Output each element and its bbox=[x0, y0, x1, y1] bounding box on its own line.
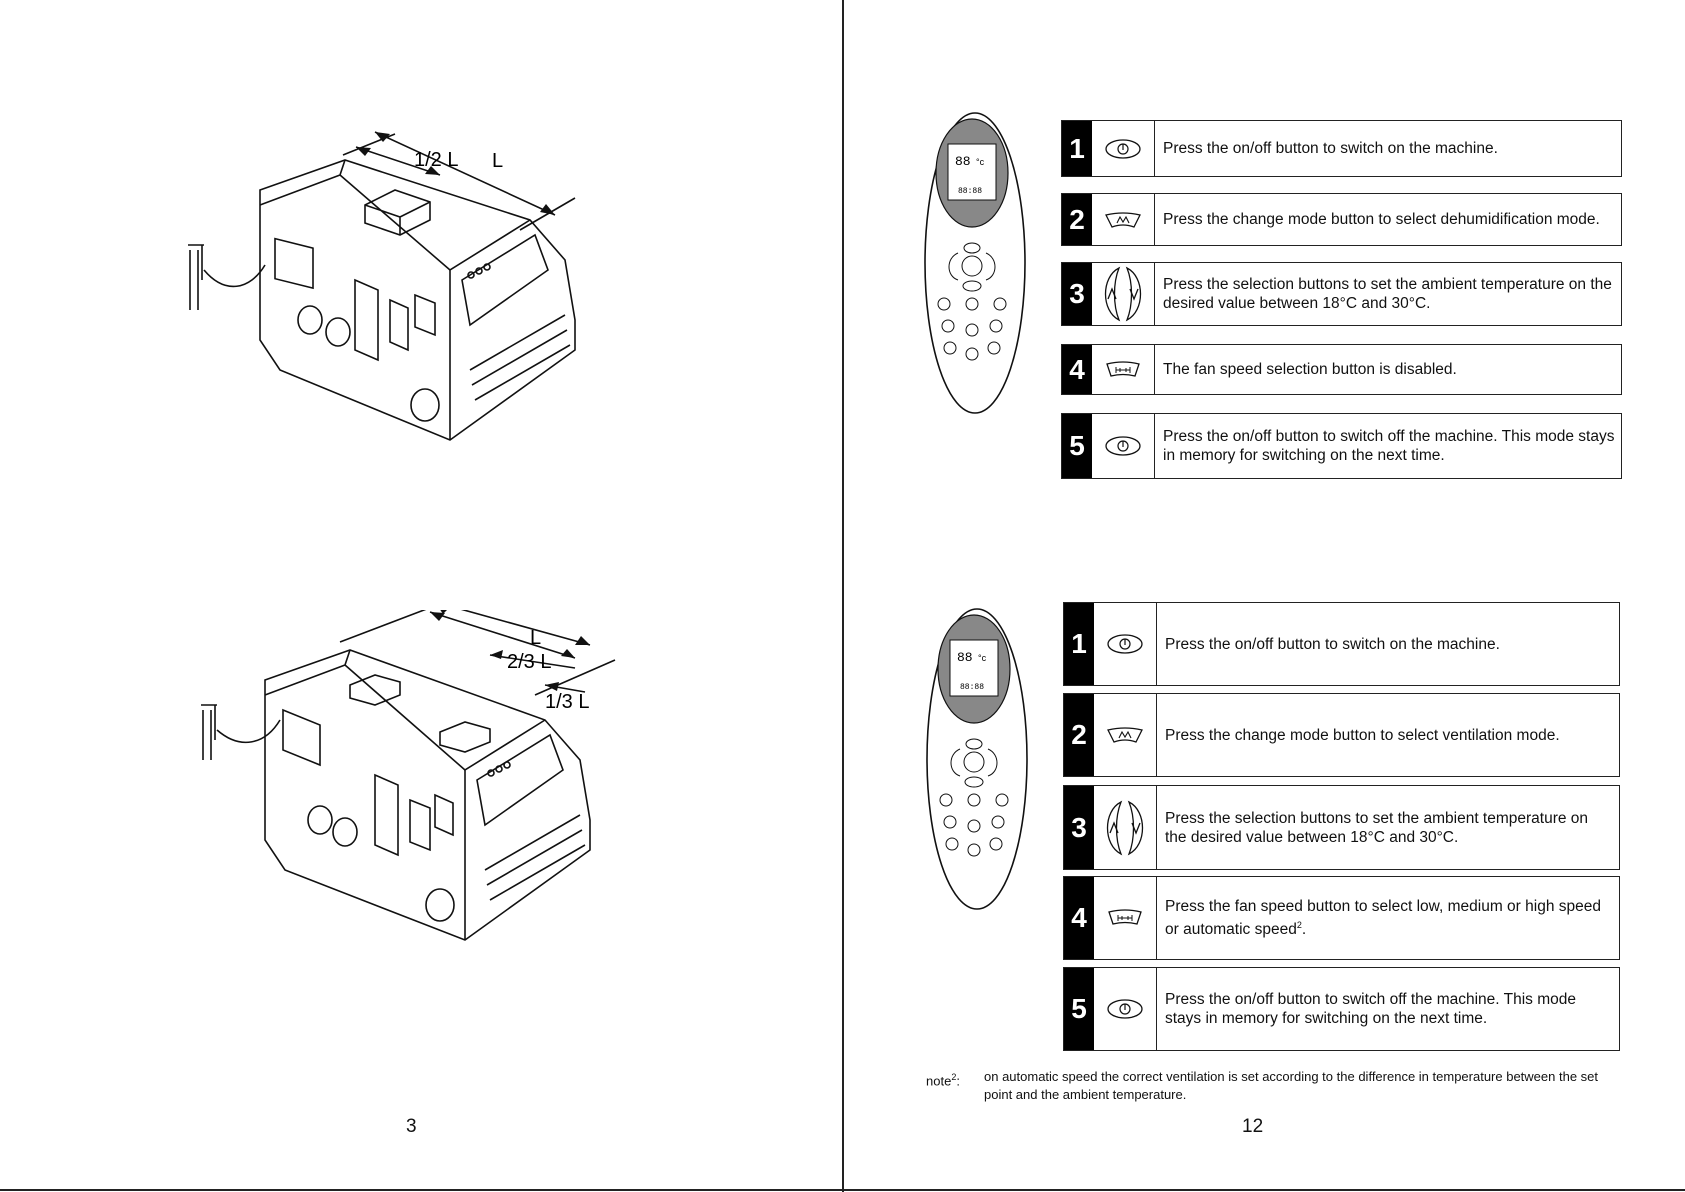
label-one-third-L: 1/3 L bbox=[545, 691, 589, 713]
remote-control-top: 88 °c 88:88 bbox=[924, 112, 1026, 414]
fan-speed-icon bbox=[1094, 877, 1157, 959]
page-divider bbox=[842, 0, 844, 1192]
dehumid-step-1: 1 Press the on/off button to switch on t… bbox=[1061, 120, 1622, 177]
footnote-label: note2: bbox=[926, 1072, 960, 1089]
vent-step-4: 4 Press the fan speed button to select l… bbox=[1063, 876, 1620, 960]
dehumid-step-4: 4 The fan speed selection button is disa… bbox=[1061, 344, 1622, 395]
step-number: 2 bbox=[1062, 194, 1092, 245]
step-number: 1 bbox=[1062, 121, 1092, 176]
mode-icon bbox=[1092, 194, 1155, 245]
step-number: 2 bbox=[1064, 694, 1094, 776]
step-number: 3 bbox=[1064, 786, 1094, 869]
step-text: Press the change mode button to select d… bbox=[1163, 211, 1600, 228]
mode-icon bbox=[1094, 694, 1157, 776]
step-text: Press the selection buttons to set the a… bbox=[1165, 809, 1589, 846]
dehumid-step-2: 2 Press the change mode button to select… bbox=[1061, 193, 1622, 246]
step-text: Press the change mode button to select v… bbox=[1165, 726, 1560, 744]
step-text: Press the on/off button to switch off th… bbox=[1165, 991, 1576, 1027]
step-text: Press the on/off button to switch on the… bbox=[1165, 635, 1500, 653]
remote-display-unit: °c bbox=[976, 157, 985, 167]
label-L: L bbox=[492, 150, 503, 172]
page-number-right: 12 bbox=[1242, 1116, 1264, 1137]
footnote-text: on automatic speed the correct ventilati… bbox=[984, 1069, 1599, 1102]
fan-speed-icon bbox=[1092, 345, 1155, 394]
vent-step-2: 2 Press the change mode button to select… bbox=[1063, 693, 1620, 777]
vent-step-5: 5 Press the on/off button to switch off … bbox=[1063, 967, 1620, 1051]
remote-display-unit: °c bbox=[978, 653, 987, 663]
step-text: Press the on/off button to switch on the… bbox=[1163, 140, 1498, 157]
bottom-rule bbox=[0, 1189, 1685, 1191]
step-text: The fan speed selection button is disabl… bbox=[1163, 361, 1457, 378]
vent-step-3: 3 Press the selection buttons to set the… bbox=[1063, 785, 1620, 870]
up-down-arrows-icon bbox=[1094, 786, 1157, 869]
step-number: 5 bbox=[1064, 968, 1094, 1050]
remote-display-temp: 88 bbox=[955, 154, 971, 169]
label-two-thirds-L: 2/3 L bbox=[507, 651, 551, 673]
remote-display-clock: 88:88 bbox=[960, 683, 984, 692]
step-number: 4 bbox=[1064, 877, 1094, 959]
power-icon bbox=[1094, 968, 1157, 1050]
caravan-diagram-single-unit: 1/2 L L bbox=[188, 131, 576, 441]
caravan-diagram-two-units: L 2/3 L 1/3 L bbox=[201, 610, 616, 941]
power-icon bbox=[1092, 414, 1155, 478]
remote-control-bottom: 88 °c 88:88 bbox=[926, 608, 1028, 910]
footnote: note2: on automatic speed the correct ve… bbox=[926, 1068, 1626, 1104]
label-L: L bbox=[530, 627, 541, 649]
step-text: Press the selection buttons to set the a… bbox=[1163, 276, 1612, 312]
remote-display-clock: 88:88 bbox=[958, 187, 982, 196]
step-number: 1 bbox=[1064, 603, 1094, 685]
power-icon bbox=[1094, 603, 1157, 685]
step-number: 4 bbox=[1062, 345, 1092, 394]
page-number-left: 3 bbox=[406, 1116, 417, 1137]
dehumid-step-3: 3 Press the selection buttons to set the… bbox=[1061, 262, 1622, 326]
vent-step-1: 1 Press the on/off button to switch on t… bbox=[1063, 602, 1620, 686]
remote-display-temp: 88 bbox=[957, 650, 973, 665]
step-number: 5 bbox=[1062, 414, 1092, 478]
step-text: Press the on/off button to switch off th… bbox=[1163, 428, 1615, 464]
up-down-arrows-icon bbox=[1092, 263, 1155, 325]
label-half-L: 1/2 L bbox=[414, 149, 458, 171]
step-text: Press the fan speed button to select low… bbox=[1165, 897, 1601, 939]
step-number: 3 bbox=[1062, 263, 1092, 325]
dehumid-step-5: 5 Press the on/off button to switch off … bbox=[1061, 413, 1622, 479]
power-icon bbox=[1092, 121, 1155, 176]
